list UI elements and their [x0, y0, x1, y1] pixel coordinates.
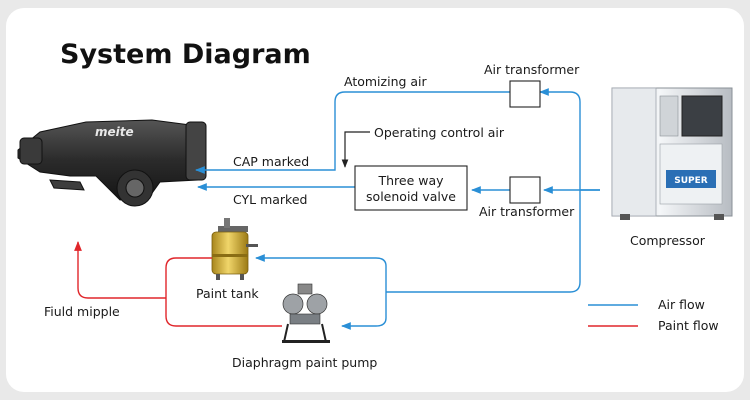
- paint-flow-lines: [74, 241, 282, 327]
- atomizing-air-label: Atomizing air: [344, 74, 428, 89]
- air-transformer-top-box: [509, 80, 541, 108]
- gun-brand-label: meite: [95, 125, 134, 139]
- cap-marked-label: CAP marked: [233, 154, 309, 169]
- paint-tank-label: Paint tank: [196, 286, 259, 301]
- cyl-marked-label: CYL marked: [233, 192, 307, 207]
- spray-gun-icon: meite: [17, 119, 207, 207]
- diaphragm-pump-label: Diaphragm paint pump: [232, 355, 377, 370]
- fluid-nipple-label: Fiuld mipple: [44, 304, 120, 319]
- valve-label-line2: solenoid valve: [366, 189, 456, 204]
- diagram-title: System Diagram: [60, 39, 311, 70]
- legend-air-label: Air flow: [658, 297, 705, 312]
- operating-control-air-arrow: [341, 131, 370, 168]
- air-flow-lines: [195, 88, 600, 330]
- air-transformer-bottom-box: [509, 176, 541, 204]
- air-transformer-bottom-label: Air transformer: [479, 204, 575, 219]
- legend-paint-label: Paint flow: [658, 318, 719, 333]
- operating-control-air-label: Operating control air: [374, 125, 505, 140]
- compressor-brand-label: SUPER: [674, 176, 708, 186]
- valve-label-line1: Three way: [377, 173, 444, 188]
- three-way-solenoid-valve-box: [354, 165, 468, 211]
- legend: Air flow Paint flow: [588, 297, 719, 333]
- air-transformer-top-label: Air transformer: [484, 62, 580, 77]
- diaphragm-pump-icon: [282, 283, 330, 343]
- compressor-icon: SUPER: [611, 87, 733, 220]
- paint-tank-icon: [211, 218, 258, 280]
- compressor-label: Compressor: [630, 233, 706, 248]
